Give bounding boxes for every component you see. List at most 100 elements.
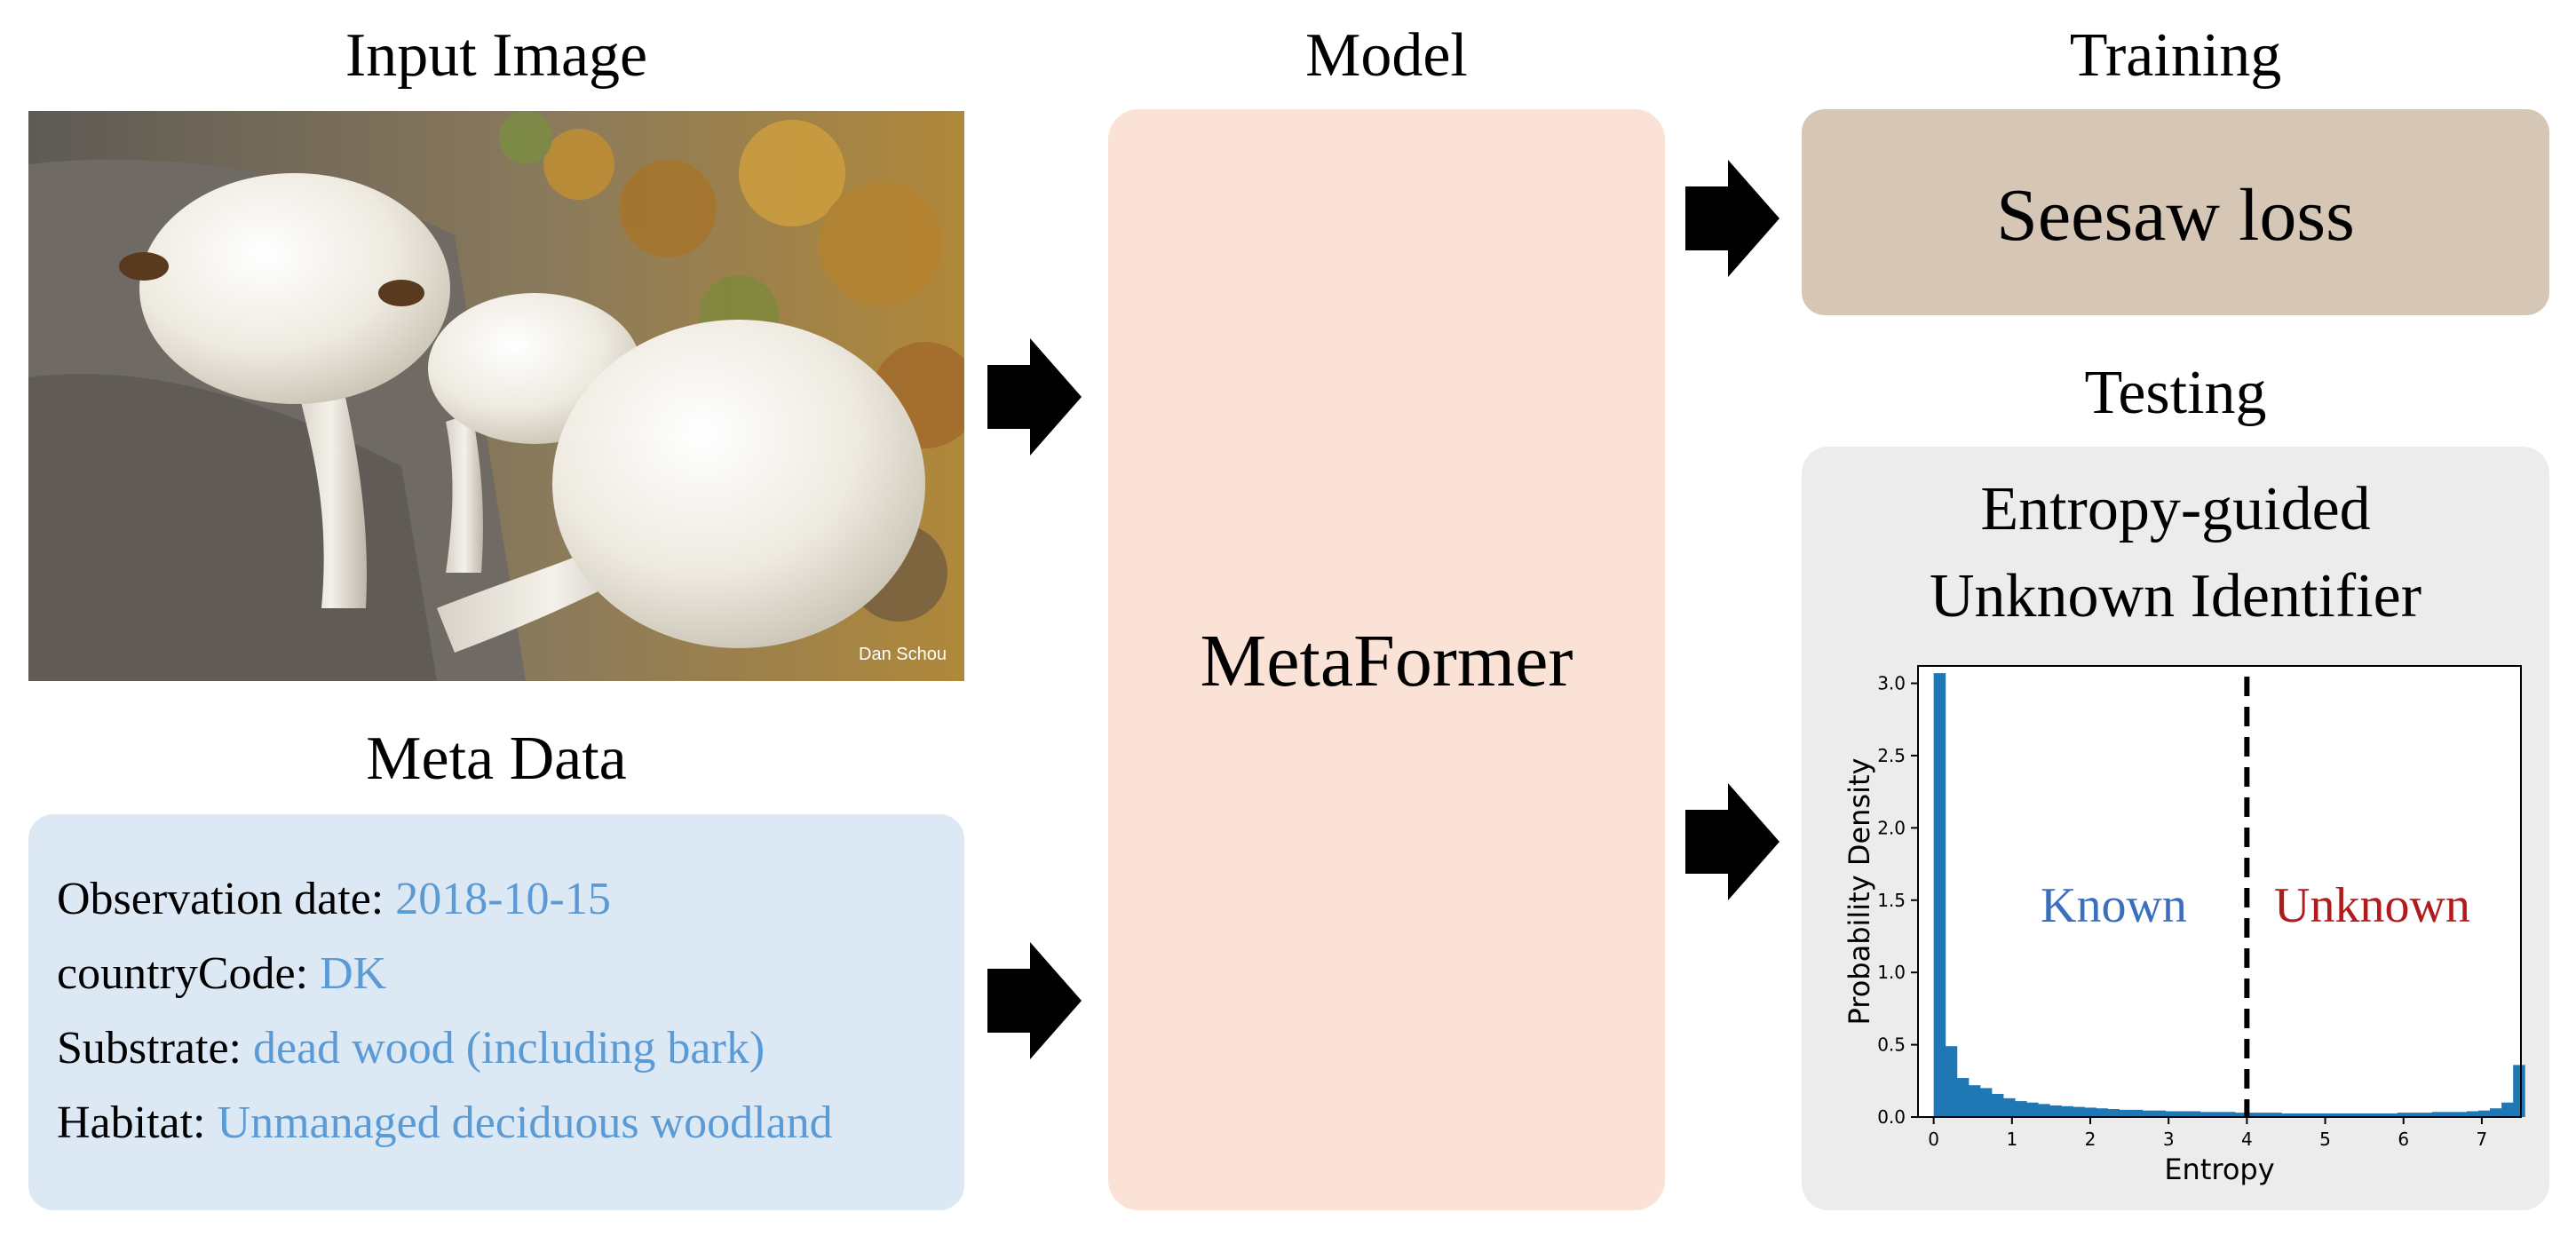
histogram-bar	[2130, 1109, 2144, 1117]
histogram-bar	[2084, 1107, 2096, 1117]
histogram-bar	[2049, 1105, 2062, 1117]
arrow-meta-to-model	[987, 942, 1082, 1059]
histogram-bar	[1979, 1088, 1993, 1117]
histogram-bar	[2247, 1113, 2259, 1117]
y-tick-label: 0.0	[1877, 1106, 1906, 1128]
seesaw-loss-label: Seesaw loss	[1996, 174, 2355, 257]
arrow-model-to-testing	[1685, 783, 1779, 900]
x-tick-label: 3	[2163, 1129, 2175, 1150]
meta-value: DK	[320, 948, 387, 999]
histogram-bar	[2211, 1112, 2224, 1117]
meta-key: countryCode:	[57, 948, 321, 999]
x-tick-label: 6	[2398, 1129, 2409, 1150]
histogram-bar	[2478, 1110, 2491, 1117]
histogram-bar	[2002, 1097, 2016, 1117]
histogram-bar	[2466, 1111, 2479, 1117]
histogram-bar	[2153, 1110, 2167, 1117]
histogram-bar	[2270, 1113, 2282, 1117]
histogram-bar	[2038, 1104, 2050, 1117]
x-tick-label: 5	[2319, 1129, 2331, 1150]
x-tick-label: 7	[2477, 1129, 2488, 1150]
histogram-bar	[2234, 1113, 2247, 1117]
histogram-bar	[2420, 1113, 2433, 1117]
meta-line-country: countryCode: DK	[57, 951, 386, 997]
histogram-bar	[2304, 1113, 2317, 1117]
histogram-bar	[2281, 1113, 2294, 1117]
histogram-bar	[2258, 1113, 2271, 1117]
x-tick-label: 2	[2085, 1129, 2096, 1150]
model-label: MetaFormer	[1200, 620, 1573, 702]
histogram-bar	[1991, 1093, 2004, 1117]
histogram-bar	[2327, 1113, 2340, 1117]
histogram-bar	[2165, 1111, 2178, 1117]
heading-training: Training	[2069, 21, 2282, 90]
meta-line-substrate: Substrate: dead wood (including bark)	[57, 1026, 765, 1072]
histogram-bar	[1933, 673, 1946, 1117]
meta-data-box: Observation date: 2018-10-15 countryCode…	[28, 814, 964, 1210]
heading-meta-data: Meta Data	[366, 725, 627, 793]
histogram-bar	[2107, 1109, 2120, 1117]
histogram-bar	[2431, 1112, 2445, 1117]
histogram-bar	[2061, 1105, 2073, 1117]
meta-key: Substrate:	[57, 1023, 253, 1074]
histogram-bar	[2513, 1065, 2525, 1117]
meta-value: Unmanaged deciduous woodland	[217, 1097, 833, 1148]
histogram-bar	[2026, 1102, 2039, 1117]
y-axis-label: Probability Density	[1843, 758, 1876, 1026]
histogram-bar	[2408, 1113, 2421, 1117]
x-tick-label: 1	[2006, 1129, 2017, 1150]
histogram-bar	[2339, 1113, 2351, 1117]
histogram-bar	[2397, 1113, 2410, 1117]
histogram-bar	[2188, 1111, 2201, 1117]
histogram-bar	[2073, 1106, 2085, 1117]
known-label: Known	[2041, 878, 2187, 933]
meta-line-habitat: Habitat: Unmanaged deciduous woodland	[57, 1100, 833, 1146]
meta-line-date: Observation date: 2018-10-15	[57, 876, 611, 923]
histogram-bar	[2223, 1112, 2236, 1117]
heading-input-image: Input Image	[345, 21, 648, 90]
meta-key: Observation date:	[57, 874, 396, 924]
training-box: Seesaw loss	[1802, 109, 2549, 315]
histogram-bar	[2501, 1102, 2514, 1117]
histogram-bar	[1945, 1046, 1958, 1117]
plot-area	[1918, 666, 2521, 1117]
mushroom-illustration: Dan Schou	[28, 111, 964, 681]
meta-key: Habitat:	[57, 1097, 218, 1148]
testing-title-line1: Entropy-guided	[1980, 475, 2371, 543]
histogram-bar	[2490, 1108, 2502, 1117]
y-tick-label: 2.0	[1877, 817, 1906, 838]
histogram-bar	[2293, 1113, 2305, 1117]
plot-frame	[1917, 665, 2522, 1118]
histogram-bar	[2350, 1113, 2364, 1117]
x-axis-label: Entropy	[2164, 1153, 2274, 1186]
histogram-bar	[2014, 1101, 2027, 1117]
histogram-bar	[2443, 1112, 2456, 1117]
heading-testing: Testing	[2084, 359, 2267, 427]
y-tick-label: 1.5	[1877, 890, 1906, 911]
x-tick-label: 4	[2241, 1129, 2253, 1150]
histogram-bar	[2142, 1110, 2155, 1117]
unknown-label: Unknown	[2274, 878, 2470, 933]
histogram-bar	[2454, 1112, 2468, 1117]
arrow-image-to-model	[987, 338, 1082, 456]
y-tick-label: 1.0	[1877, 962, 1906, 983]
histogram-bar	[2385, 1113, 2398, 1117]
photo-credit: Dan Schou	[859, 645, 947, 664]
histogram-bar	[1968, 1085, 1981, 1117]
histogram-bar	[2316, 1113, 2328, 1117]
heading-model: Model	[1305, 21, 1468, 90]
input-photo: Dan Schou	[28, 111, 964, 681]
y-tick-label: 2.5	[1877, 745, 1906, 766]
histogram-bar	[2374, 1113, 2387, 1117]
histogram-bar	[1956, 1078, 1970, 1117]
y-tick-label: 0.5	[1877, 1034, 1906, 1056]
arrow-model-to-training	[1685, 160, 1779, 277]
meta-value: dead wood (including bark)	[252, 1023, 765, 1074]
histogram-bar	[2176, 1111, 2190, 1117]
histogram-bar	[2096, 1108, 2108, 1117]
testing-title-line2: Unknown Identifier	[1929, 562, 2422, 630]
histogram-bar	[2119, 1109, 2132, 1117]
meta-value: 2018-10-15	[395, 874, 611, 924]
